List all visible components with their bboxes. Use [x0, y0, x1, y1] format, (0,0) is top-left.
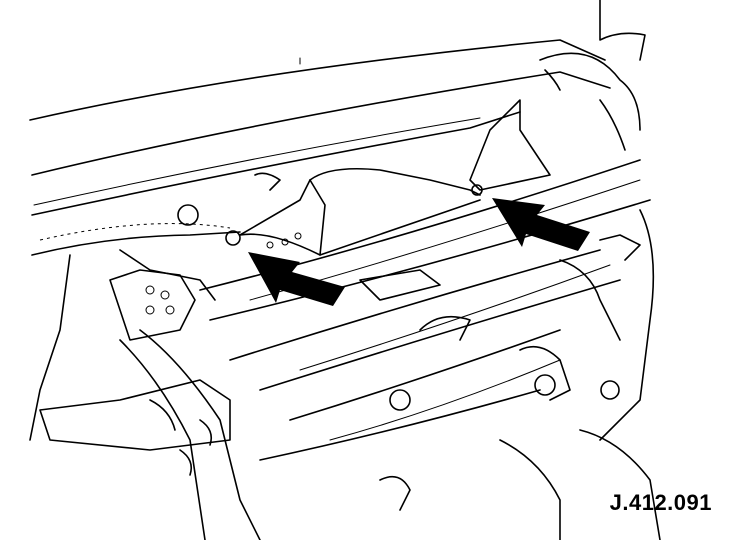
bulkhead-structure: [199, 159, 651, 461]
right-components: [379, 209, 661, 540]
right-callout-arrow: [492, 198, 590, 251]
figure-reference-code: J.412.091: [609, 490, 712, 515]
duct-cover: [225, 167, 483, 256]
left-callout-arrow: [248, 252, 345, 306]
left-inner-wing: [29, 172, 281, 540]
scuttle-panel: [29, 39, 611, 256]
right-bracket: [469, 0, 646, 191]
